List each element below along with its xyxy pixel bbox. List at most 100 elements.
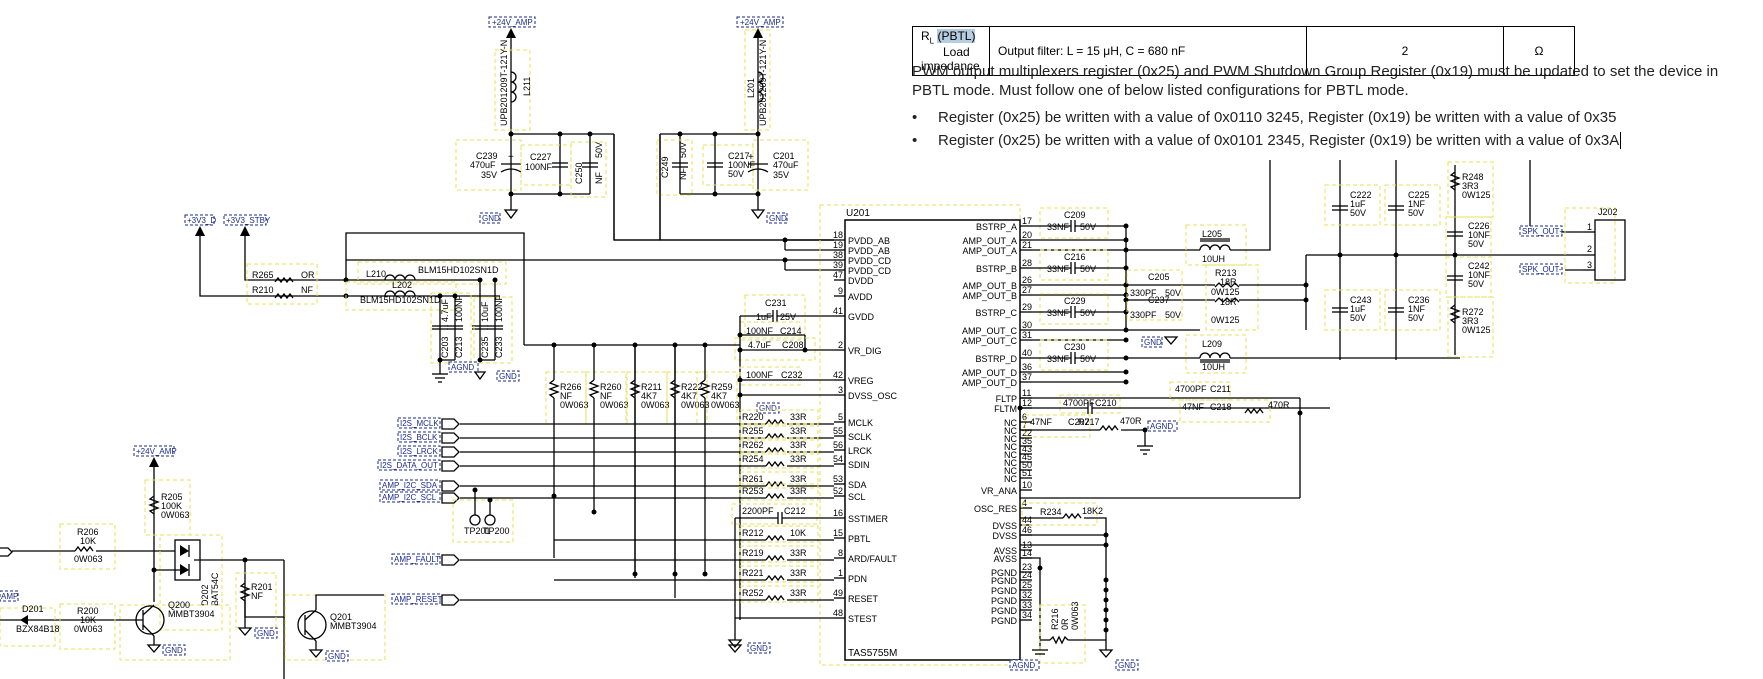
ic-pin-right: 35 NC [1004,436,1032,452]
part-ref: L201 [746,78,756,98]
pin-number: 8 [838,548,843,558]
part-power: 0W063 [711,400,740,410]
pin-number: 33 [1022,600,1032,610]
net-label-text: GND [1144,338,1162,347]
part-ref: C209 [1064,210,1086,220]
pin-number: 9 [838,286,843,296]
part-ref: C225 [1408,190,1430,200]
part-ref: R248 [1462,172,1484,182]
power-arrow-icon [240,226,250,236]
pin-name: NC [1004,434,1017,444]
part-value: 18R [1220,297,1237,307]
part-value: NF [301,285,313,295]
part-value: BZX84B18 [16,624,60,634]
part-value: 3R3 [1462,181,1479,191]
port-icon [441,432,460,444]
pin-number: 14 [1022,548,1032,558]
part-value: NF [594,172,604,184]
part-ref: R221 [742,568,764,578]
part-value: 4.7uF [440,298,450,322]
bullet-item: •Register (0x25) be written with a value… [912,109,1617,126]
part-value: 100NF [746,370,774,380]
pin-name: AMP_OUT_C [962,326,1018,336]
part-value: BAT54C [210,572,220,606]
net-label [391,553,441,565]
pin-number: 38 [833,250,843,260]
pin-number: 27 [1022,285,1032,295]
supply-3v3-section: +3V3_D +3V3_STBY R265 OR R210 NF L210 BL… [184,214,525,383]
pin-name: PDN [848,574,867,584]
part-ref: R205 [161,492,183,502]
pin-number: 49 [833,588,843,598]
pin-number: 35 [1022,436,1032,446]
part-ref: C212 [784,506,806,516]
part-ref: C249 [660,156,670,178]
pin-name: BSTRP_B [976,264,1017,274]
pin-number: 32 [1022,590,1032,600]
part-ref: D201 [22,604,44,614]
net-label-text: GND [750,644,768,653]
pin-name: BSTRP_C [975,308,1017,318]
port-icon [441,492,460,504]
pin-name: SDA [848,480,867,490]
part-voltage: 50V [1468,239,1484,249]
pin-name: AMP_OUT_C [962,336,1018,346]
net-label-text: I2S_BCLK [400,433,438,442]
part-ref: C235 [480,336,490,358]
part-ref: C213 [454,336,464,358]
ground-icon [1163,336,1179,345]
pin-name: AMP_OUT_A [962,236,1017,246]
part-voltage: 50V [1165,310,1181,320]
pin-number: 10 [1022,480,1032,490]
part-value: 100NF [746,326,774,336]
part-ref: C231 [765,298,787,308]
pin-number: 21 [1022,240,1032,250]
part-ref: C233 [494,336,504,358]
part-ref: C243 [1350,295,1372,305]
part-power: 0W063 [74,554,103,564]
part-ref: L209 [1202,339,1222,349]
spec-symbol-highlight: (PBTL) [937,29,976,43]
part-value: 33NF [1047,264,1070,274]
connector-ref: J202 [1598,207,1618,217]
part-value: 18K2 [1082,506,1103,516]
net-label [397,431,441,443]
net-label-text: GND [328,652,346,661]
pin-number: 23 [1022,562,1032,572]
part-ref: C237 [1148,295,1170,305]
part-value: 4700PF [1063,398,1095,408]
pin-number: 48 [833,608,843,618]
svg-text:+: + [748,152,754,163]
pin-name: BSTRP_A [976,222,1017,232]
part-ref: R260 [600,382,622,392]
pin-number: 50 [1022,460,1032,470]
part-power: 0W063 [74,624,103,634]
pin-name: NC [1004,418,1017,428]
pin-number: 47 [833,270,843,280]
pin-number: 18 [833,230,843,240]
power-arrow-icon [149,457,159,467]
pin-name: GVDD [848,312,875,322]
net-label-text: GND [759,404,777,413]
part-value: 10NF [1468,230,1491,240]
part-value: MMBT3904 [168,609,215,619]
port-icon [441,554,460,566]
part-value: 470R [1268,400,1290,410]
part-value: 10K [790,528,806,538]
part-ref: C227 [530,152,552,162]
part-voltage: 50V [1408,208,1424,218]
part-power: 0W125 [1211,287,1240,297]
net-label-text: AGND [451,363,474,372]
bullet-item: •Register (0x25) be written with a value… [912,132,1622,149]
